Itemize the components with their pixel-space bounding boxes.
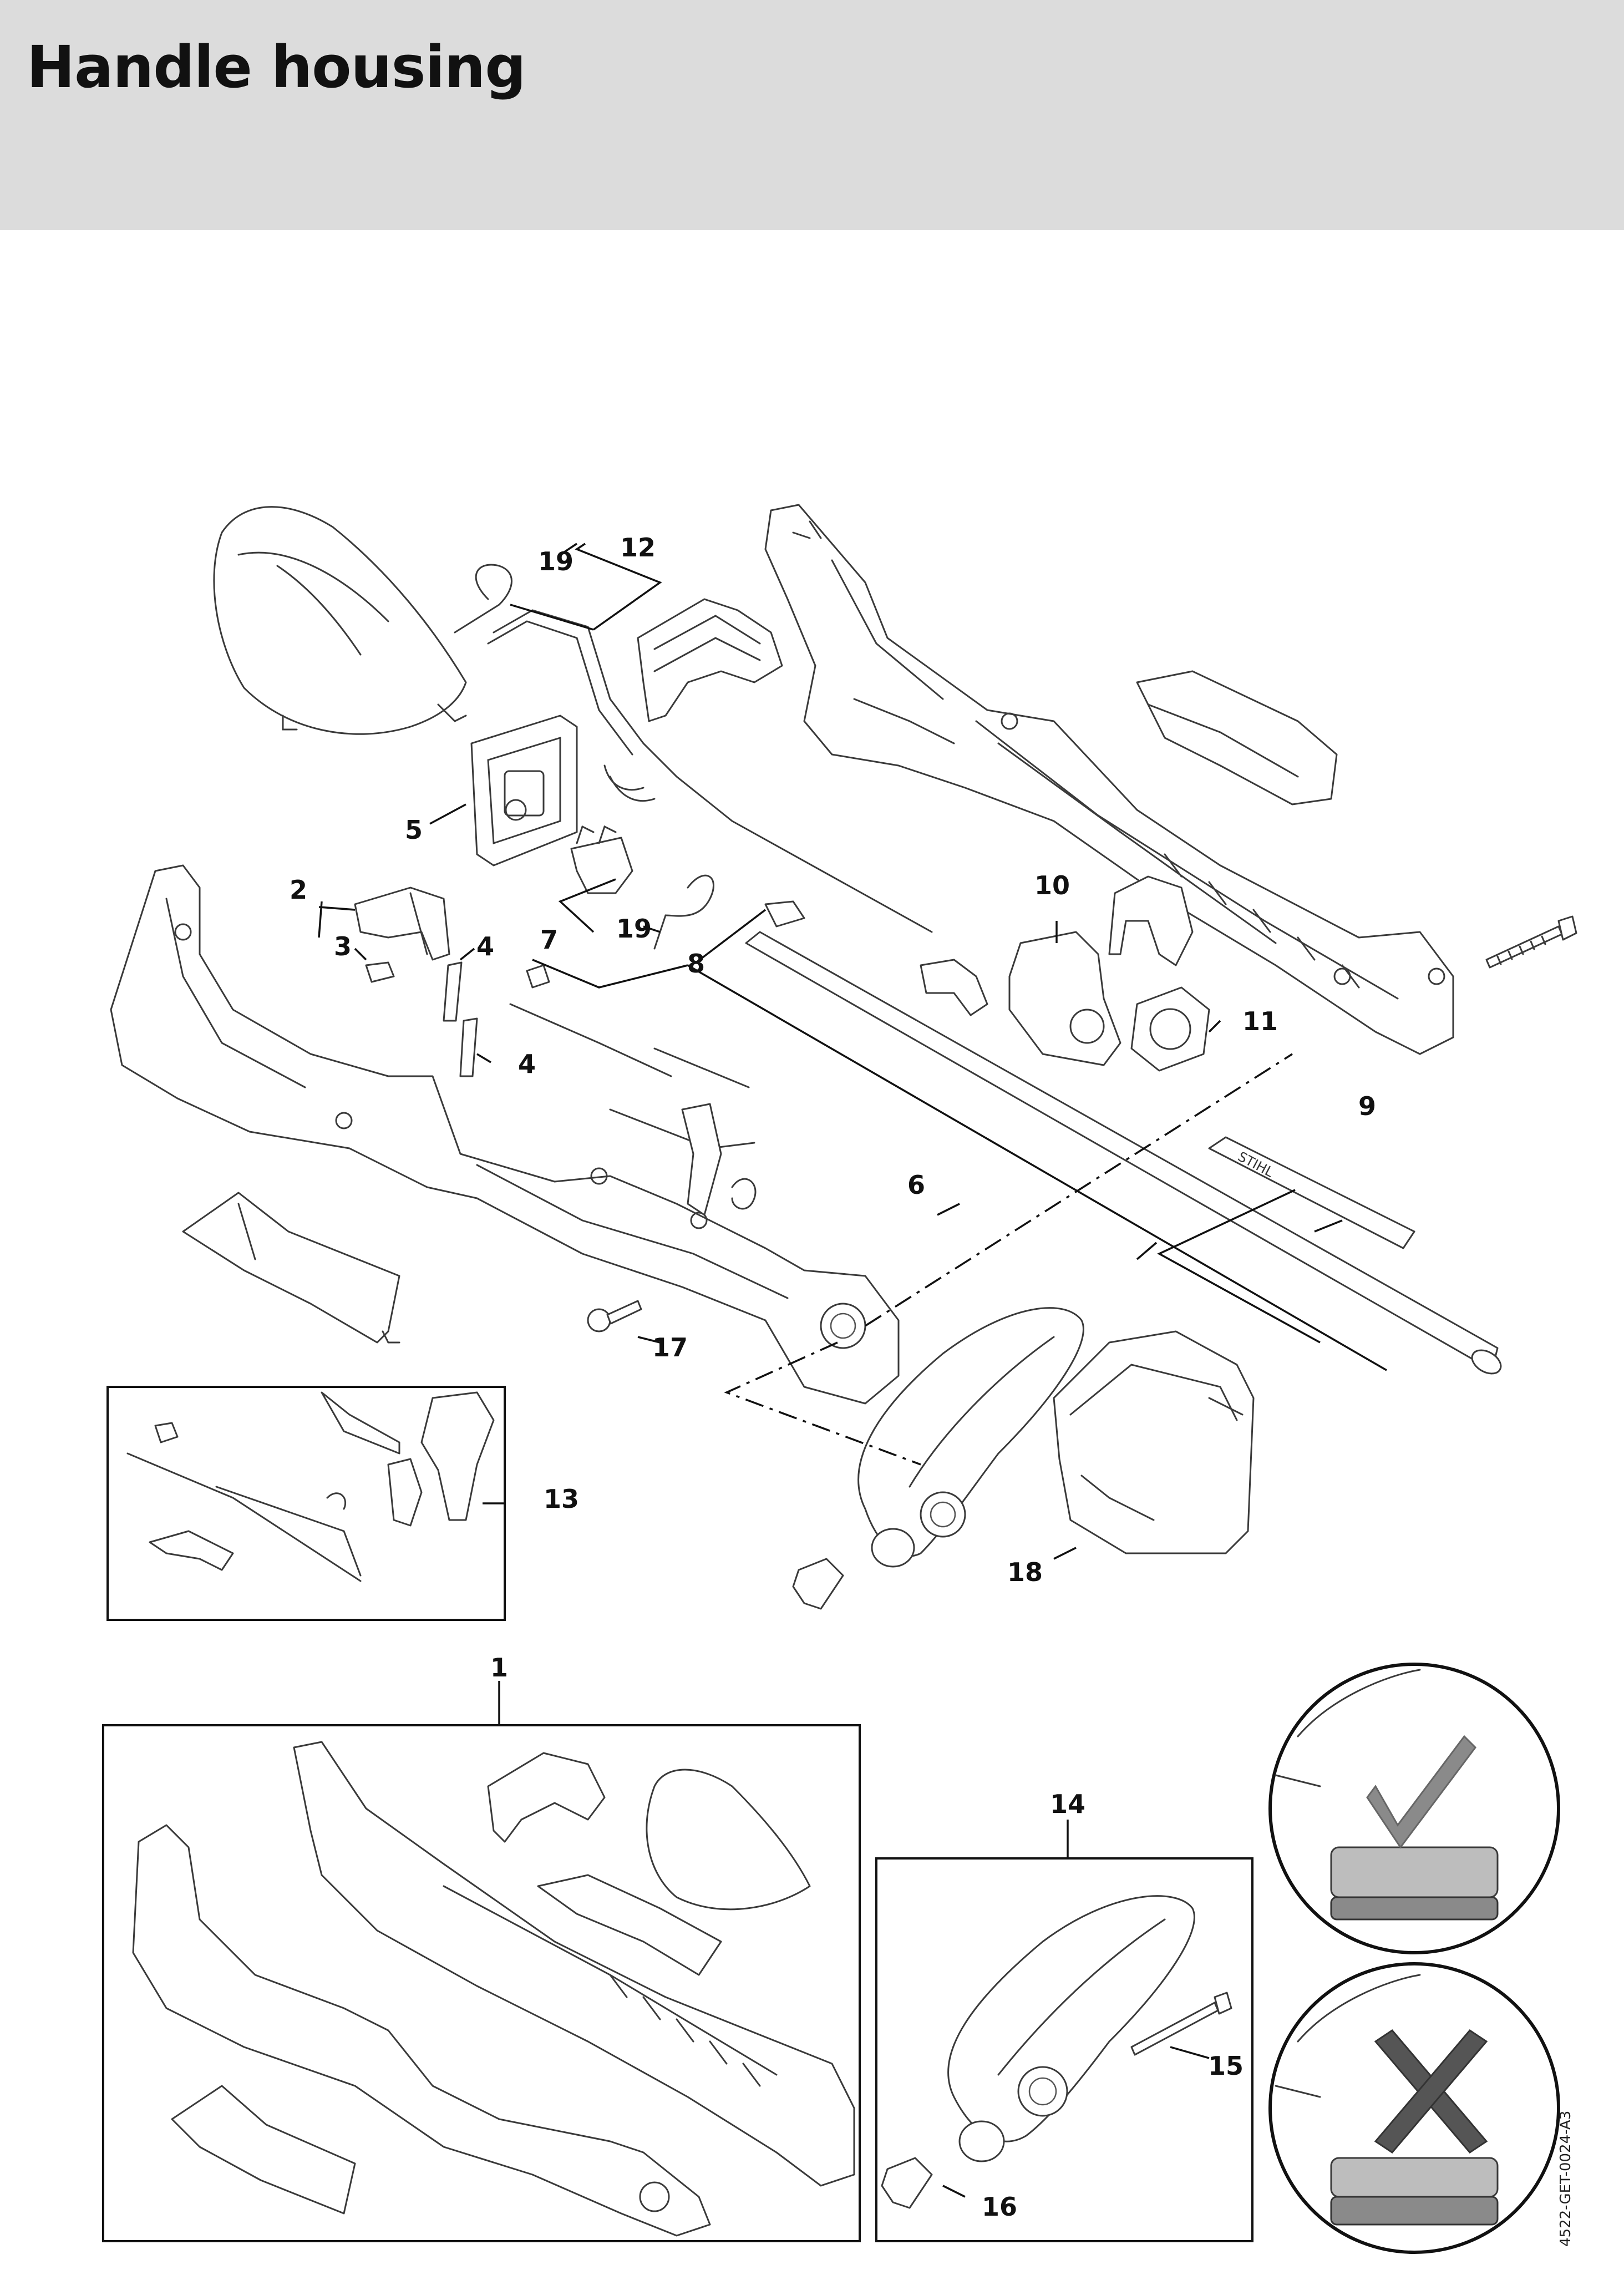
leader-lines (318, 543, 1387, 2198)
throttle-rods (509, 964, 757, 1216)
label-part-8: 8 (687, 949, 705, 979)
complete-housing-detail (132, 1741, 855, 2237)
label-part-15: 15 (1208, 2051, 1244, 2081)
incorrect-installation-callout (1268, 1962, 1560, 2254)
shroud-piece (1136, 670, 1338, 805)
guard-box (1053, 1330, 1255, 1554)
label-part-5: 5 (405, 815, 423, 845)
label-part-3: 3 (334, 931, 352, 961)
detail-box-13 (106, 1386, 506, 1621)
cable-harness (487, 609, 933, 933)
label-part-16: 16 (982, 2192, 1017, 2222)
label-part-19-lower: 19 (616, 914, 652, 944)
knob (792, 1558, 844, 1610)
label-part-18: 18 (1007, 1557, 1043, 1587)
loop-handle (857, 1307, 1084, 1568)
page-title: Handle housing (27, 33, 526, 101)
image-code: 4522-GET-0024-A3 (1557, 2110, 1574, 2247)
correct-installation-callout (1268, 1663, 1560, 1954)
label-part-17: 17 (652, 1333, 688, 1362)
screw-right (1485, 915, 1577, 969)
label-part-14: 14 (1050, 1789, 1085, 1819)
header-bar: Handle housing (0, 0, 1624, 230)
label-part-4-upper: 4 (476, 931, 494, 961)
screw-17 (587, 1300, 642, 1333)
label-part-2: 2 (290, 875, 307, 905)
shaft-decal: STIHL (1208, 1136, 1415, 1249)
upper-cover (213, 506, 467, 735)
throttle-assembly-detail (126, 1391, 495, 1582)
check-mark-icon (1366, 1735, 1476, 1849)
label-part-19-upper: 19 (538, 546, 574, 576)
small-clip (764, 900, 805, 928)
cable-tie-lower (653, 874, 714, 950)
switch-component (570, 825, 633, 894)
cable-tie-upper (454, 564, 512, 634)
switch-housing (920, 931, 1121, 1066)
label-part-13: 13 (544, 1484, 579, 1514)
label-part-11: 11 (1242, 1006, 1278, 1036)
label-part-10: 10 (1034, 870, 1070, 900)
latch-parts (354, 886, 478, 1077)
housing-half-right (764, 504, 1454, 1055)
label-part-9: 9 (1358, 1091, 1376, 1121)
detail-box-1 (102, 1724, 861, 2242)
clamp-ring (1130, 986, 1210, 1072)
bracket-half (1108, 875, 1194, 966)
label-part-12: 12 (620, 533, 656, 563)
label-part-1: 1 (490, 1653, 508, 1683)
label-part-6: 6 (907, 1170, 925, 1200)
loop-handle-detail (881, 1895, 1232, 2209)
rib-insert (637, 598, 783, 722)
alignment-lines (724, 1053, 1293, 1466)
label-part-7: 7 (540, 925, 558, 955)
cross-mark-icon (1374, 2029, 1488, 2154)
detail-box-14 (875, 1857, 1253, 2242)
shaft-tube (745, 931, 1502, 1375)
label-part-4-lower: 4 (518, 1049, 536, 1079)
handle-grip (182, 1192, 400, 1344)
control-board (470, 715, 578, 867)
